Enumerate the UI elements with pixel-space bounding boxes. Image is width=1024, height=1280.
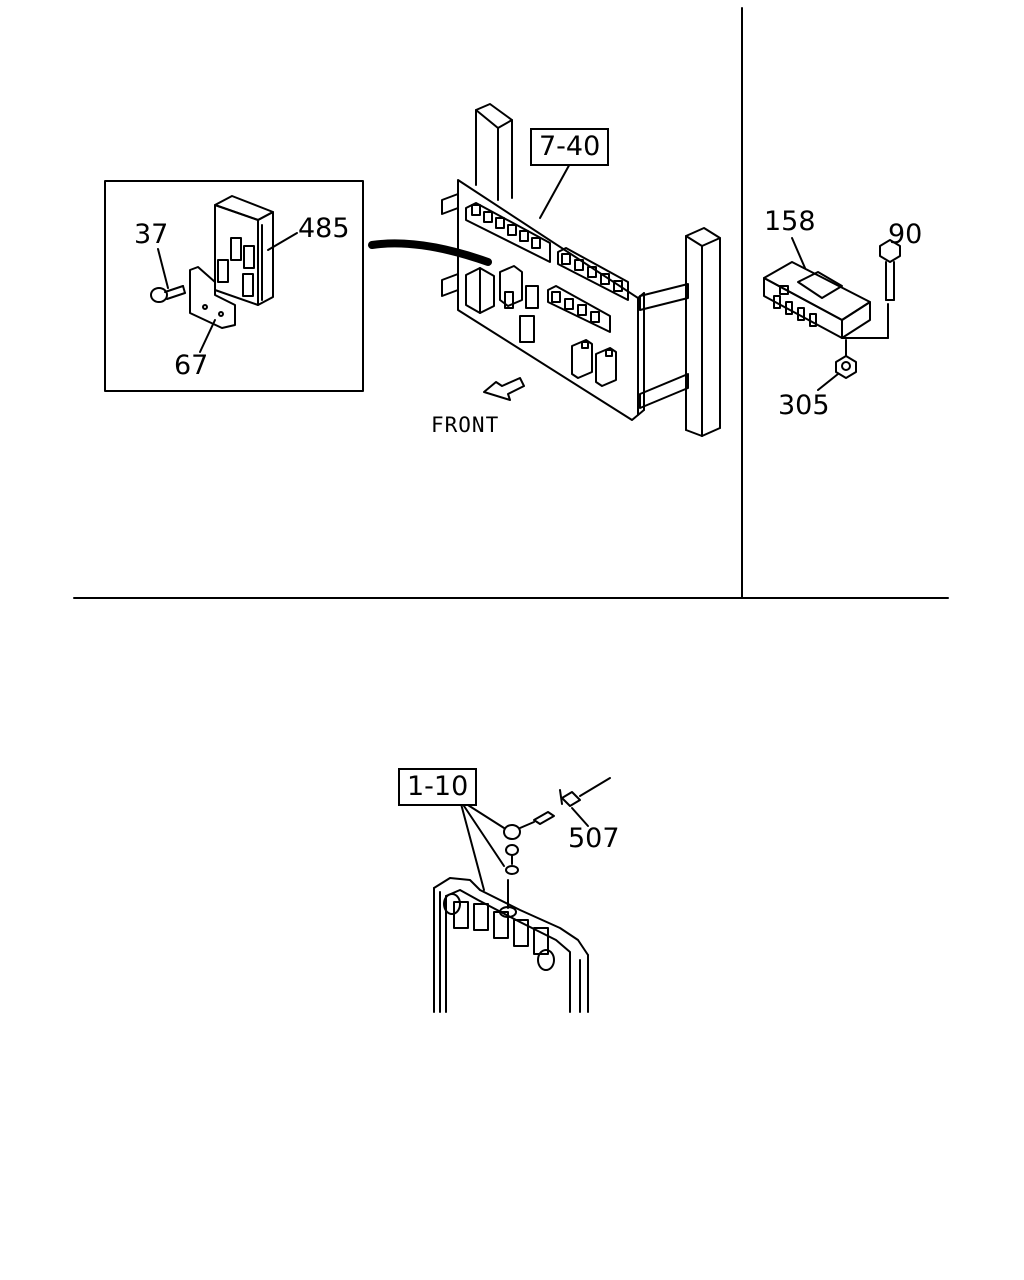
part-number-485: 485	[298, 213, 350, 244]
front-arrow	[484, 378, 524, 400]
nut-305	[836, 340, 856, 378]
bracket-67	[190, 267, 235, 328]
control-unit-158	[764, 262, 888, 338]
part-number-507: 507	[568, 823, 620, 854]
ref-label-7-40: 7-40	[530, 128, 610, 166]
ref-label-1-10: 1-10	[398, 768, 478, 806]
part-number-37: 37	[134, 219, 169, 250]
callout-arrow	[372, 243, 488, 262]
part-number-90: 90	[888, 219, 923, 250]
part-number-67: 67	[174, 350, 209, 381]
leader-37	[158, 249, 168, 288]
leader-1-10-c	[460, 800, 484, 890]
part-number-158: 158	[764, 206, 816, 237]
radiator	[434, 878, 588, 1012]
part-number-305: 305	[778, 390, 830, 421]
leader-507	[572, 808, 588, 826]
relay-block-485	[215, 196, 273, 305]
bolt-37	[151, 286, 185, 302]
bolt-90	[880, 240, 900, 338]
leader-158	[792, 238, 805, 268]
relay-board	[442, 104, 720, 436]
front-label: FRONT	[431, 413, 500, 437]
sensor-assembly	[504, 778, 610, 874]
leader-485	[268, 233, 297, 250]
leader-7-40	[540, 160, 572, 218]
leader-305	[818, 374, 838, 390]
detail-inset-frame	[105, 181, 363, 391]
leader-1-10-b	[460, 800, 504, 866]
leader-67	[200, 320, 215, 352]
